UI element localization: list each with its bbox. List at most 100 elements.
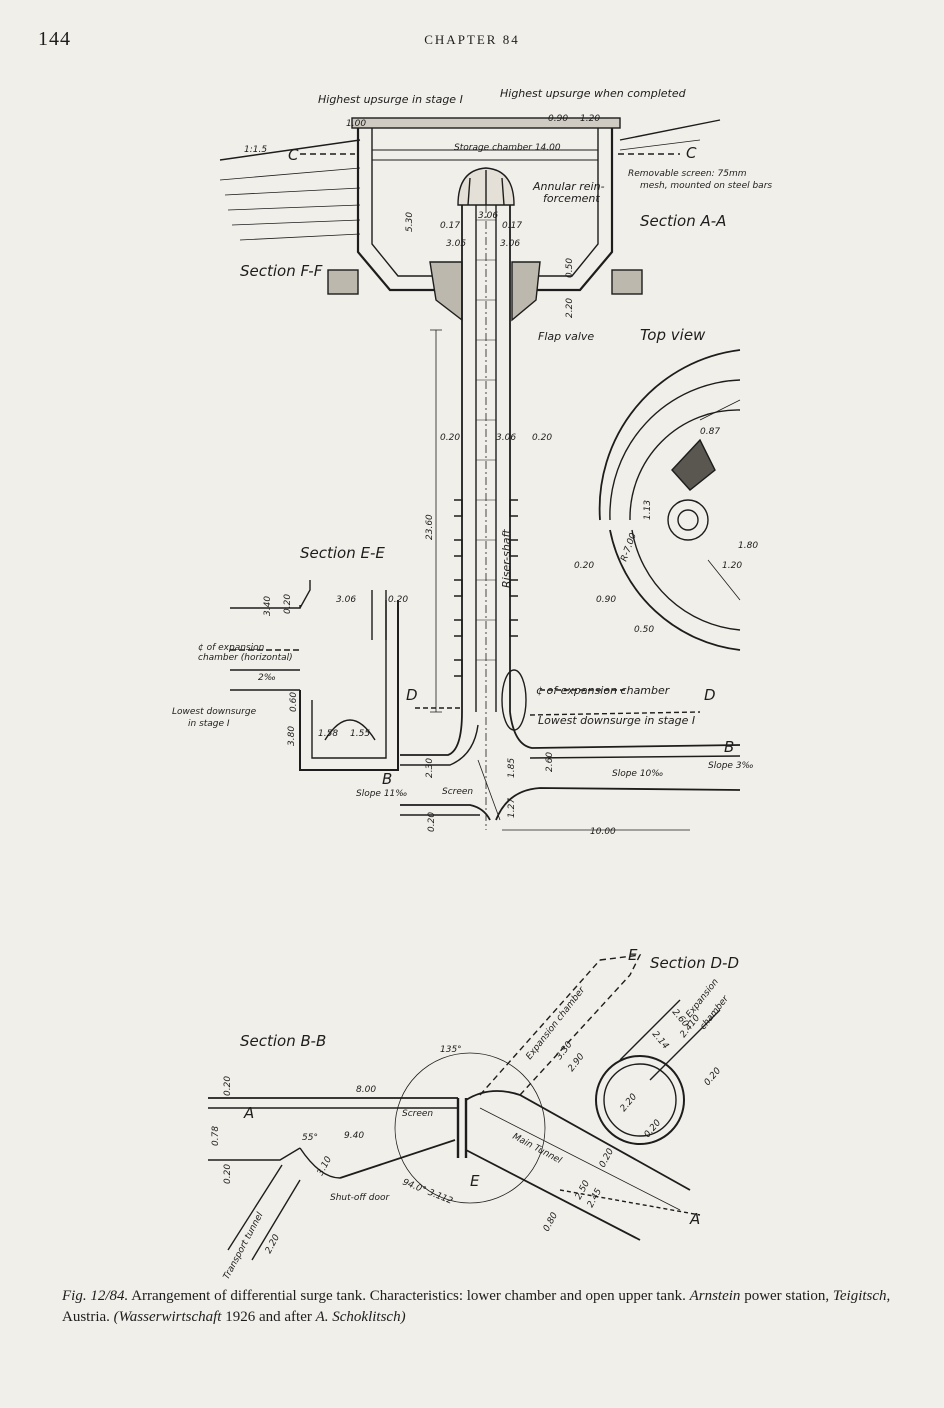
chapter-heading: CHAPTER 84 (424, 32, 520, 47)
label-removable-screen-1: Removable screen: 75mm (628, 169, 747, 179)
label-slope-mid: Slope 10‰ (612, 769, 663, 779)
label-letter-e-bottom: E (470, 1172, 480, 1190)
dim-1-85: 1.85 (507, 758, 517, 778)
caption-text-3: , Austria. (62, 1288, 891, 1325)
figure-caption: Fig. 12/84. Arrangement of differential … (62, 1286, 902, 1328)
label-letter-c-right: C (686, 144, 697, 162)
dim-0-50b: 0.50 (634, 625, 654, 635)
caption-text-1: Arrangement of differential surge tank. … (131, 1288, 686, 1304)
caption-source-open: ( (113, 1309, 119, 1325)
dim-2-60: 2.60 (545, 752, 555, 772)
label-slope-ee: 2‰ (258, 673, 276, 683)
lower-tunnel (400, 689, 741, 831)
label-letter-d-right: D (704, 686, 716, 704)
label-section-bb: Section B-B (240, 1032, 326, 1050)
caption-fig-no: Fig. 12/84. (62, 1288, 129, 1304)
dim-0-20c: 0.20 (388, 595, 408, 605)
caption-text-4: 1926 and after (225, 1309, 312, 1325)
dim-9-40: 9.40 (344, 1131, 364, 1141)
label-expansion-chamber: Expansion chamber (524, 984, 588, 1061)
dim-1-80: 1.80 (738, 541, 758, 551)
label-riser-shaft: Riser-shaft (500, 529, 513, 588)
label-lowest-downsurge-left-1: Lowest downsurge (172, 707, 257, 717)
dim-2-30: 2.30 (425, 758, 435, 778)
label-letter-c-left: C (288, 146, 299, 164)
dim-10-00: 10.00 (590, 827, 616, 837)
dim-0-50: 0.50 (565, 258, 575, 278)
dim-0-20c: 0.20 (703, 1066, 724, 1088)
dim-1-27: 1.27 (507, 798, 517, 818)
dim-3-06d: 3.06 (336, 595, 356, 605)
label-angle-135: 135° (440, 1045, 462, 1055)
label-section-dd: Section D-D (650, 954, 739, 972)
label-letter-a-right: A (689, 1210, 700, 1228)
section-bb (208, 954, 721, 1261)
page-number: 144 (38, 28, 71, 50)
caption-journal: Wasserwirtschaft (118, 1309, 222, 1325)
label-letter-b-left: B (382, 770, 392, 788)
label-screen-bottom: Screen (402, 1109, 433, 1119)
dim-3-80: 3.80 (287, 726, 297, 746)
label-angle-55: 55° (302, 1133, 318, 1143)
dim-3-05: 3.05 (446, 239, 466, 249)
label-section-aa: Section A-A (640, 212, 726, 230)
dim-0-20a: 0.20 (440, 433, 460, 443)
dim-23-60: 23.60 (425, 514, 435, 540)
dim-3-40: 3.40 (263, 596, 273, 616)
dim-0-20a: 0.20 (223, 1076, 233, 1096)
dim-0-80: 0.80 (542, 1211, 560, 1234)
riser-shaft (430, 205, 527, 830)
dim-0-78: 0.78 (211, 1126, 221, 1146)
dim-arc: 94.0° 3.112 (401, 1178, 454, 1207)
dim-1-13: 1.13 (643, 500, 653, 520)
label-highest-upsurge-completed: Highest upsurge when completed (500, 87, 687, 100)
dim-0-60: 0.60 (289, 692, 299, 712)
label-annular-reinforcement-2: forcement (543, 192, 600, 205)
label-top-view: Top view (640, 326, 706, 344)
label-lowest-downsurge: Lowest downsurge in stage I (538, 714, 695, 727)
dim-1-58: 1.58 (318, 729, 338, 739)
label-expansion-axis-left-2: chamber (horizontal) (198, 653, 293, 663)
dim-1-55: 1.55 (350, 729, 370, 739)
label-slope-left: Slope 11‰ (356, 789, 407, 799)
upper-tank (300, 117, 680, 322)
caption-place: Teigitsch (832, 1288, 887, 1304)
dim-2-14: 2.14 (650, 1030, 671, 1052)
caption-text-2: power station, (744, 1288, 830, 1304)
label-expansion-axis-left-1: ¢ of expansion (198, 643, 265, 653)
dim-2-20: 2.20 (565, 298, 575, 318)
label-expansion-axis: ¢ of expansion chamber (536, 684, 671, 697)
label-letter-e-top: E (628, 946, 638, 964)
ground-hatching (219, 119, 721, 241)
dim-0-20e: 0.20 (427, 812, 437, 832)
dim-3-06c: 3.06 (496, 433, 516, 443)
label-letter-b-right: B (724, 738, 734, 756)
label-lowest-downsurge-left-2: in stage I (188, 719, 230, 729)
label-letter-d-left: D (406, 686, 418, 704)
label-highest-upsurge-stage1: Highest upsurge in stage I (318, 93, 463, 106)
caption-author: A. Schoklitsch) (315, 1309, 406, 1325)
dim-3-06b: 3.06 (500, 239, 520, 249)
dim-2-20b: 2.20 (619, 1092, 640, 1114)
label-flap-valve: Flap valve (538, 330, 594, 343)
label-storage-chamber: Storage chamber 14.00 (454, 143, 561, 153)
label-shut-off-door: Shut-off door (330, 1193, 390, 1203)
section-ee (230, 580, 399, 771)
label-annular-reinforcement-1: Annular rein- (532, 180, 605, 193)
label-removable-screen-2: mesh, mounted on steel bars (640, 181, 772, 191)
dim-0-20e: 0.20 (598, 1147, 616, 1170)
label-screen-top: Screen (442, 787, 473, 797)
label-letter-a-left: A (243, 1104, 254, 1122)
dim-0-17a: 0.17 (440, 221, 460, 231)
dim-0-20b: 0.20 (223, 1164, 233, 1184)
label-slope-ff: 1:1.5 (244, 145, 267, 155)
dim-0-20d: 0.20 (283, 594, 293, 614)
label-transport-tunnel: Transport tunnel (222, 1211, 266, 1282)
dim-8-00: 8.00 (356, 1085, 376, 1095)
dim-1-00: 1.00 (346, 119, 366, 129)
dim-3-30: 3.30 (554, 1040, 574, 1062)
top-view (598, 349, 741, 651)
dim-1-20b: 1.20 (722, 561, 742, 571)
label-slope-right: Slope 3‰ (708, 761, 754, 771)
